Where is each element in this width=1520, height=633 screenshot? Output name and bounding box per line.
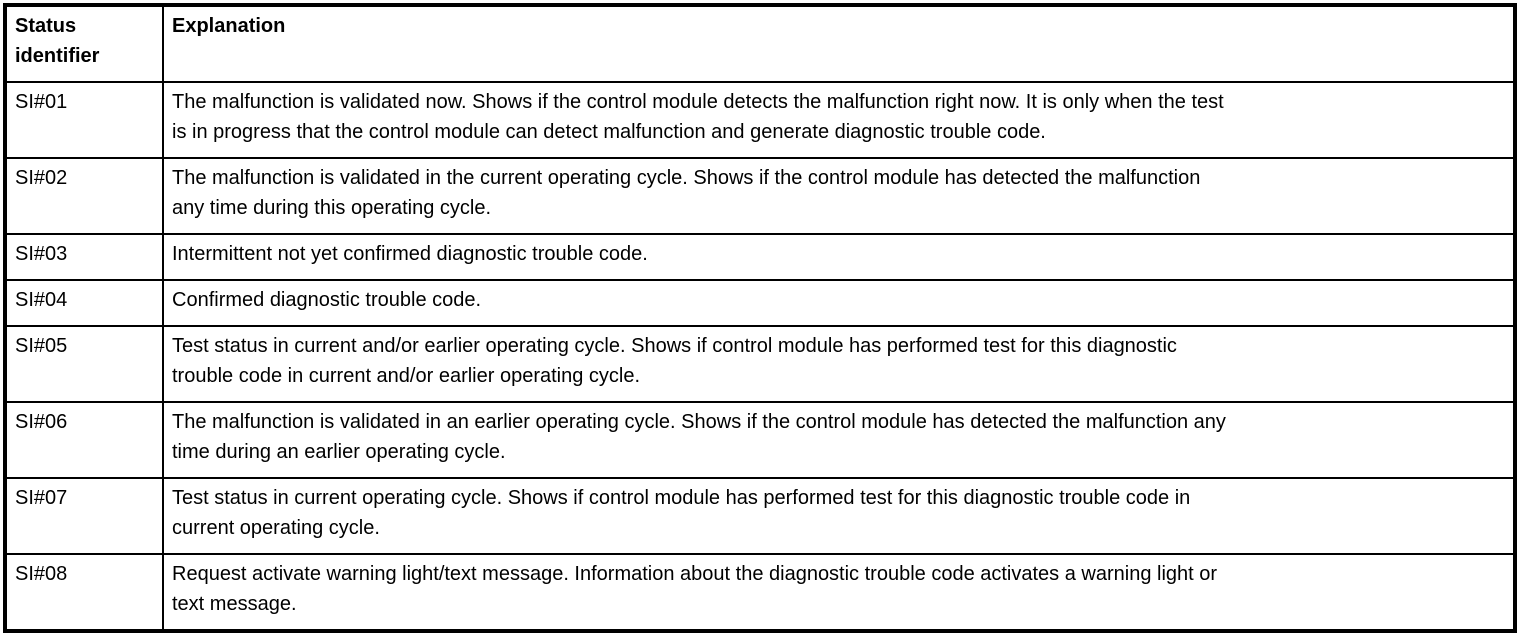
- table-row: SI#02 The malfunction is validated in th…: [4, 157, 1516, 235]
- status-identifier-cell: SI#05: [4, 325, 164, 403]
- explanation-cell: Test status in current and/or earlier op…: [162, 325, 1516, 403]
- explanation-cell: The malfunction is validated now. Shows …: [162, 81, 1516, 159]
- table-header-row: Status identifier Explanation: [4, 4, 1516, 83]
- table-row: SI#04 Confirmed diagnostic trouble code.: [4, 279, 1516, 327]
- status-identifier-cell: SI#03: [4, 233, 164, 281]
- status-identifier-cell: SI#02: [4, 157, 164, 235]
- table-row: SI#07 Test status in current operating c…: [4, 477, 1516, 555]
- table-row: SI#06 The malfunction is validated in an…: [4, 401, 1516, 479]
- status-identifier-cell: SI#08: [4, 553, 164, 632]
- status-identifier-table: Status identifier Explanation SI#01 The …: [3, 3, 1517, 633]
- status-identifier-cell: SI#06: [4, 401, 164, 479]
- explanation-cell: The malfunction is validated in the curr…: [162, 157, 1516, 235]
- document-page: Status identifier Explanation SI#01 The …: [3, 3, 1517, 633]
- table-row: SI#03 Intermittent not yet confirmed dia…: [4, 233, 1516, 281]
- table-body: SI#01 The malfunction is validated now. …: [4, 81, 1516, 632]
- status-identifier-column-header: Status identifier: [4, 4, 164, 83]
- table-row: SI#08 Request activate warning light/tex…: [4, 553, 1516, 632]
- explanation-cell: Confirmed diagnostic trouble code.: [162, 279, 1516, 327]
- status-identifier-cell: SI#07: [4, 477, 164, 555]
- explanation-cell: Test status in current operating cycle. …: [162, 477, 1516, 555]
- table-row: SI#05 Test status in current and/or earl…: [4, 325, 1516, 403]
- explanation-cell: The malfunction is validated in an earli…: [162, 401, 1516, 479]
- explanation-cell: Request activate warning light/text mess…: [162, 553, 1516, 632]
- status-identifier-cell: SI#04: [4, 279, 164, 327]
- explanation-column-header: Explanation: [162, 4, 1516, 83]
- table-row: SI#01 The malfunction is validated now. …: [4, 81, 1516, 159]
- explanation-cell: Intermittent not yet confirmed diagnosti…: [162, 233, 1516, 281]
- status-identifier-cell: SI#01: [4, 81, 164, 159]
